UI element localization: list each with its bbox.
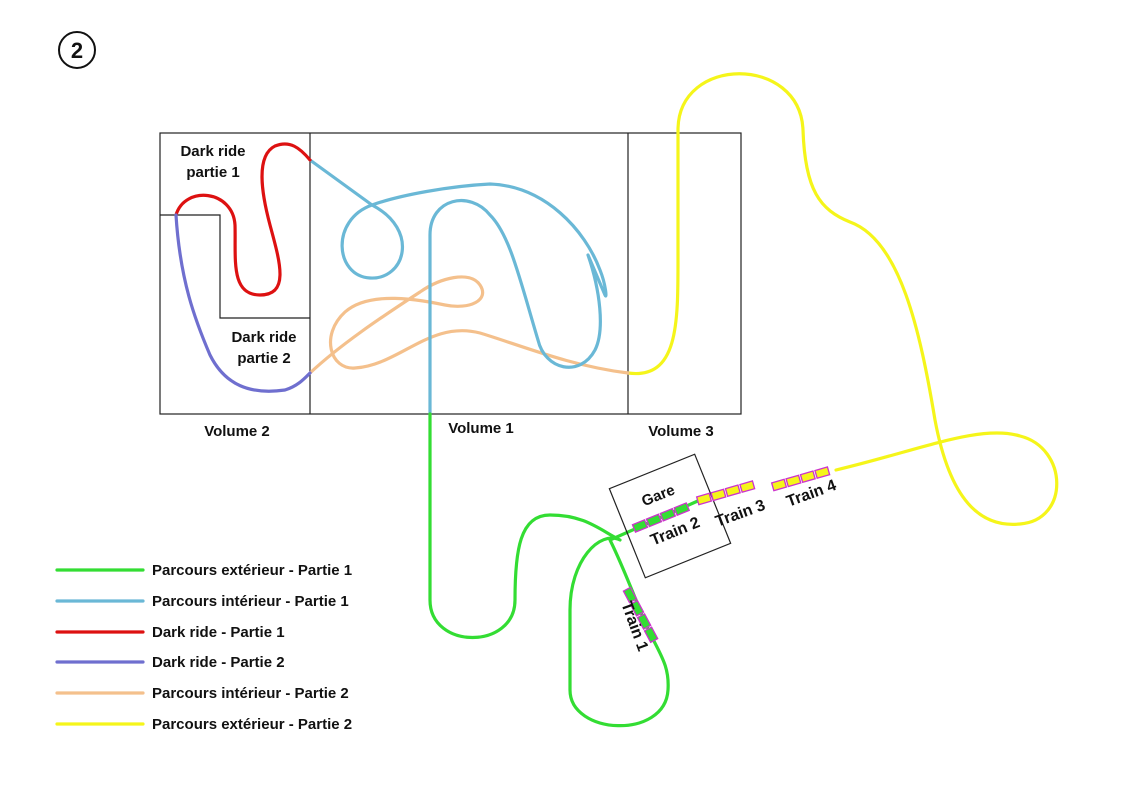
legend-item: Parcours intérieur - Partie 1 [55, 593, 349, 610]
legend-label: Parcours extérieur - Partie 1 [152, 562, 352, 579]
diagram-number: 2 [71, 38, 83, 63]
dark-ride-2-label-line2: partie 2 [237, 350, 290, 367]
train-2-car [673, 502, 691, 517]
tracks [174, 72, 1059, 728]
train-4-car [770, 478, 788, 492]
train-2-car [645, 513, 663, 528]
dark-ride-2-label-line1: Dark ride [231, 329, 296, 346]
legend-label: Dark ride - Partie 1 [152, 624, 285, 641]
train-1-car [636, 613, 652, 630]
area-labels: Dark ride partie 1 Dark ride partie 2 Vo… [180, 143, 713, 440]
building-walls [159, 132, 742, 415]
legend-item: Parcours extérieur - Partie 2 [55, 716, 352, 733]
legend-item: Parcours intérieur - Partie 2 [55, 685, 349, 702]
train-3-car [724, 484, 741, 498]
volume-1-label: Volume 1 [448, 420, 514, 437]
train-1-car [643, 626, 659, 644]
volume-2-label: Volume 2 [204, 423, 270, 440]
legend-label: Parcours intérieur - Partie 2 [152, 685, 349, 702]
track-dark-ride-part1 [174, 142, 312, 297]
train-1-car [622, 586, 638, 604]
legend-item: Parcours extérieur - Partie 1 [55, 562, 352, 579]
train-cars [622, 466, 831, 644]
legend-item: Dark ride - Partie 2 [55, 654, 285, 671]
building-outline [159, 132, 742, 415]
dark-ride-1-label-line2: partie 1 [186, 164, 239, 181]
train-4-car [814, 466, 831, 480]
track-interior-part2 [308, 275, 630, 375]
train-3-car [695, 492, 713, 506]
track-exterior-part2 [626, 72, 1059, 526]
volume-3-label: Volume 3 [648, 423, 714, 440]
dark-ride-1-label-line1: Dark ride [180, 143, 245, 160]
legend-item: Dark ride - Partie 1 [55, 624, 285, 641]
diagram-number-badge: 2 [58, 31, 96, 69]
train-2-car [631, 519, 649, 533]
track-interior-part1 [308, 158, 608, 416]
legend-label: Parcours intérieur - Partie 1 [152, 593, 349, 610]
wall-dark-ride-divider [160, 214, 310, 319]
legend-label: Parcours extérieur - Partie 2 [152, 716, 352, 733]
train-2-car [659, 507, 677, 522]
legend: Parcours extérieur - Partie 1 Parcours i… [55, 562, 352, 733]
train-1-car [629, 599, 645, 617]
station-label: Gare [639, 482, 677, 511]
train-4-car [785, 474, 802, 488]
train-3-car [710, 488, 727, 502]
track-dark-ride-part2 [174, 213, 312, 393]
train-3-label: Train 3 [713, 497, 767, 531]
track-exterior-part1 [428, 412, 702, 728]
train-3-car [739, 480, 756, 494]
legend-label: Dark ride - Partie 2 [152, 654, 285, 671]
train-4-car [799, 470, 816, 484]
